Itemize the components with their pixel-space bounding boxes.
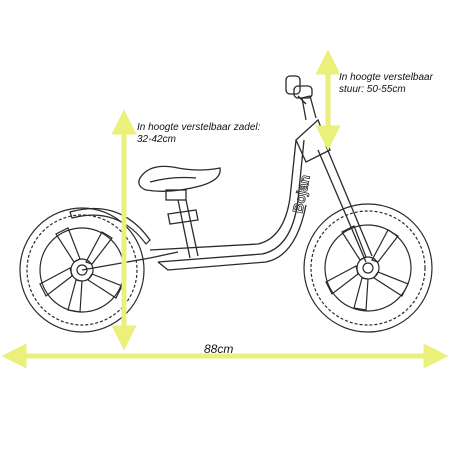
seat — [138, 165, 221, 201]
handlebar-label-line1: In hoogte verstelbaar — [339, 72, 433, 83]
handlebar-height-label: In hoogte verstelbaar stuur: 50-55cm — [339, 72, 433, 96]
handlebar-label-line2: stuur: 50-55cm — [339, 84, 406, 95]
footrest — [157, 204, 307, 271]
front-wheel — [303, 203, 433, 333]
rear-tire-tread — [26, 214, 138, 326]
front-axle — [362, 262, 374, 274]
bar — [297, 95, 307, 105]
head-tube — [295, 118, 331, 163]
down-tube — [157, 139, 305, 263]
seat-tube — [177, 199, 191, 259]
stem — [301, 95, 317, 121]
handlebar — [285, 75, 317, 121]
saddle-height-label: In hoogte verstelbaar zadel: 32-42cm — [137, 122, 261, 146]
front-tire-outer — [303, 203, 433, 333]
front-rim — [324, 224, 412, 312]
saddle-label-line1: In hoogte verstelbaar zadel: — [137, 122, 261, 133]
front-tire-tread — [310, 210, 426, 326]
length-label: 88cm — [204, 342, 234, 356]
front-spokes — [325, 225, 409, 311]
seat-clamp — [167, 209, 199, 225]
saddle-label-line2: 32-42cm — [137, 134, 176, 145]
brand-logo: Bojan — [289, 173, 313, 214]
seat-tube-inner — [185, 199, 199, 257]
rear-wheel — [19, 207, 145, 333]
rear-tire-outer — [19, 207, 145, 333]
grip-left — [285, 75, 301, 95]
down-tube-inner — [149, 139, 297, 251]
chain-stay — [81, 251, 179, 271]
front-fork — [317, 145, 373, 263]
grip-right — [293, 85, 313, 99]
rear-axle — [76, 264, 88, 276]
rear-fender — [69, 208, 151, 245]
